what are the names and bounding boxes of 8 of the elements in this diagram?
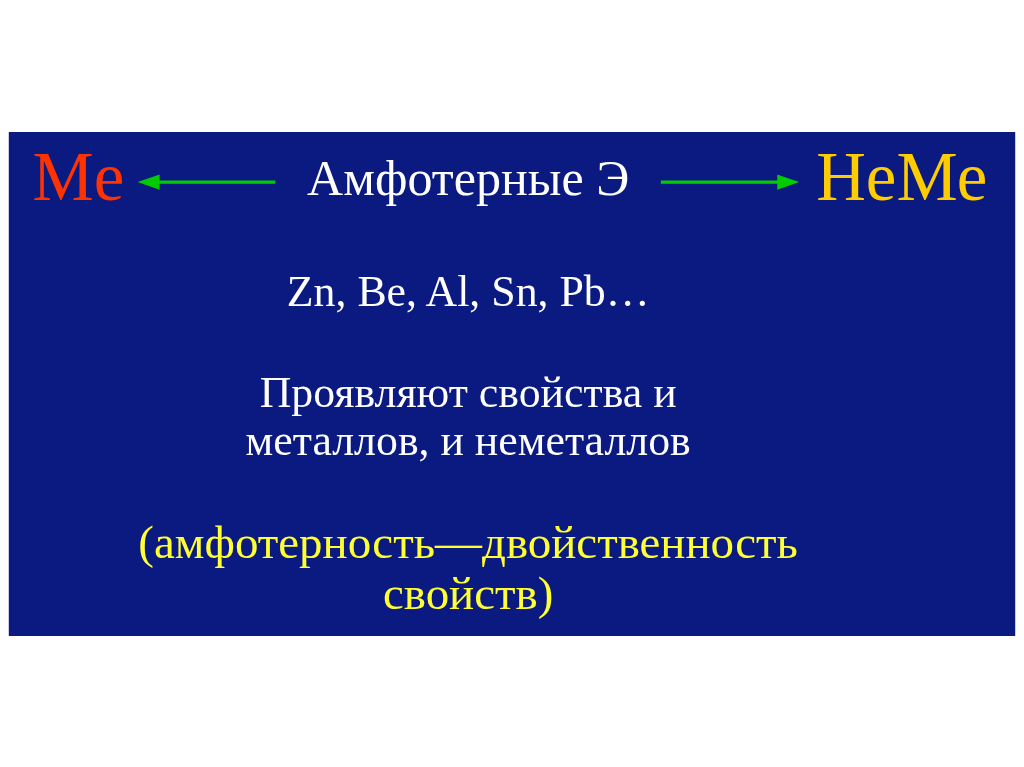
arrow bbox=[137, 173, 276, 190]
label: Zn, Be, Al, Sn, Pb… bbox=[286, 266, 650, 315]
node-text: Амфотерные Э bbox=[307, 149, 630, 206]
node-text: НеМе bbox=[816, 138, 988, 215]
node-text: Me bbox=[32, 138, 125, 215]
arrow bbox=[660, 173, 800, 190]
label: (амфотерность—двойственность свойств) bbox=[138, 515, 799, 619]
label: Проявляют свойства и металлов, и неметаллов bbox=[245, 367, 691, 464]
